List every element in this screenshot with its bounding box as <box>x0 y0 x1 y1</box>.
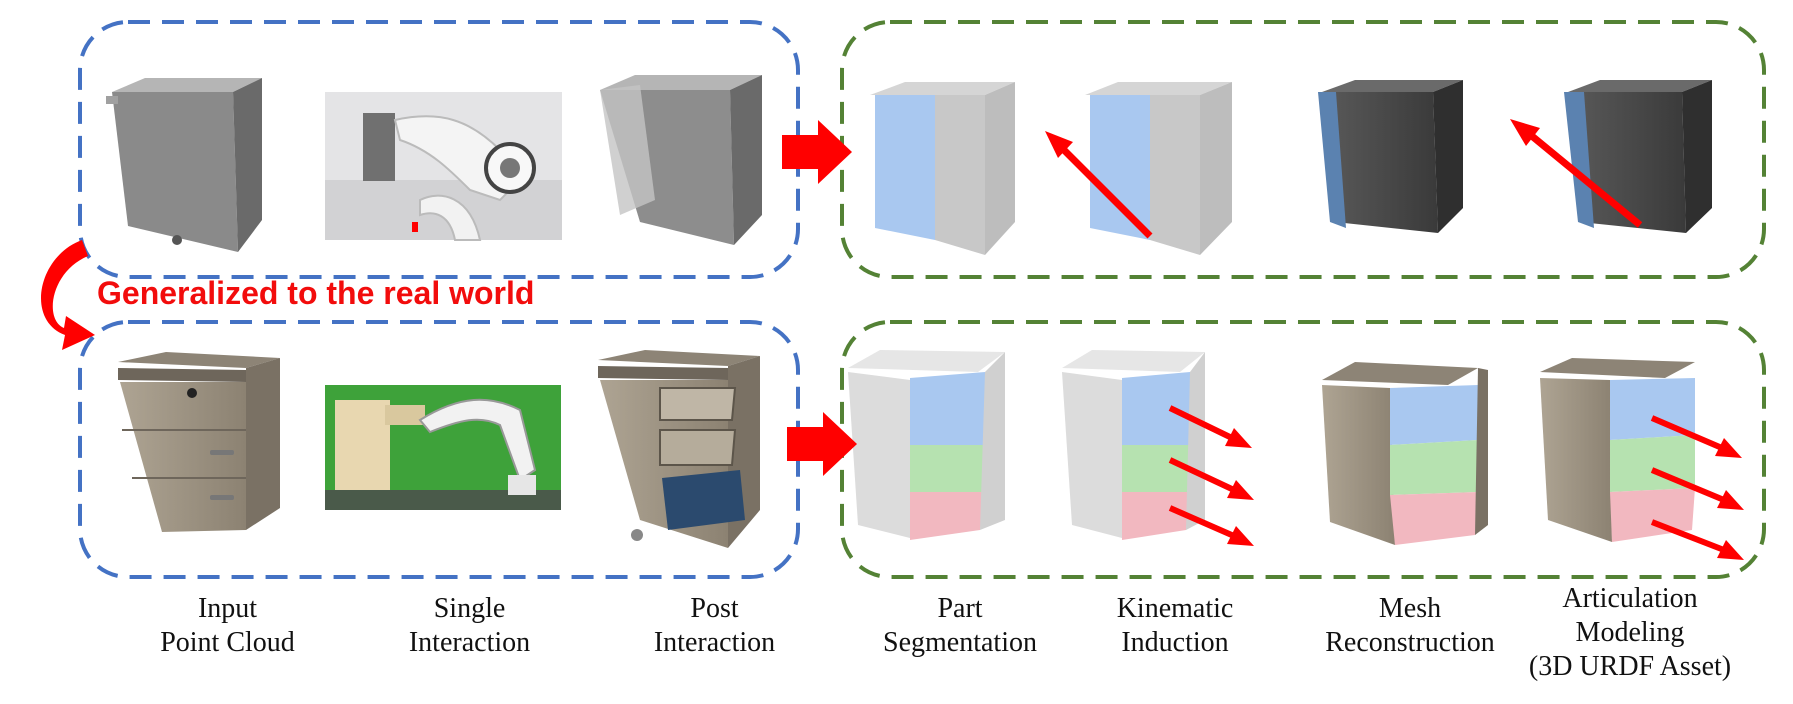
stage-label-single-interaction: Single Interaction <box>402 592 537 660</box>
real-articulation-model-cabinet <box>1540 358 1744 560</box>
stage-label-line: Reconstruction <box>1325 627 1495 658</box>
sim-mesh-reconstruction-cabinet <box>1318 80 1463 233</box>
real-post-interaction-cabinet <box>598 350 760 548</box>
stage-label-line: Mesh <box>1378 593 1442 624</box>
stage-label-line: (3D URDF Asset) <box>1528 651 1732 682</box>
stage-label-articulation-modeling: Articulation Modeling (3D URDF Asset) <box>1525 582 1735 684</box>
stage-label-input-point-cloud: Input Point Cloud <box>160 592 295 660</box>
stage-label-line: Input <box>197 593 258 624</box>
real-mesh-reconstruction-cabinet <box>1322 362 1488 545</box>
stage-label-line: Modeling <box>1575 617 1685 648</box>
sim-kinematic-induction-cabinet <box>1045 82 1232 255</box>
stage-label-line: Interaction <box>408 627 531 658</box>
sim-input-cabinet <box>106 78 262 252</box>
real-input-cabinet <box>118 352 280 532</box>
stage-label-kinematic-induction: Kinematic Induction <box>1100 592 1250 660</box>
sim-flow-arrow <box>782 120 852 184</box>
stage-label-line: Point Cloud <box>160 627 295 658</box>
generalization-banner: Generalized to the real world <box>97 275 535 311</box>
stage-label-line: Segmentation <box>883 627 1037 658</box>
sim-single-interaction-image <box>325 92 562 241</box>
stage-label-line: Interaction <box>653 627 776 658</box>
stage-label-line: Part <box>937 593 983 624</box>
stage-label-mesh-reconstruction: Mesh Reconstruction <box>1310 592 1510 660</box>
stage-label-part-segmentation: Part Segmentation <box>875 592 1045 660</box>
real-flow-arrow <box>787 412 857 476</box>
real-kinematic-induction-cabinet <box>1062 350 1254 546</box>
sim-part-segmentation-cabinet <box>870 82 1015 255</box>
sim-articulation-model-cabinet <box>1510 80 1712 233</box>
real-part-segmentation-cabinet <box>848 350 1005 540</box>
stage-label-line: Articulation <box>1562 583 1698 614</box>
real-single-interaction-image <box>325 385 561 510</box>
sim-input-frame <box>78 20 800 279</box>
stage-label-line: Single <box>433 593 506 624</box>
generalize-curved-arrow <box>41 240 95 350</box>
stage-label-line: Post <box>690 593 739 624</box>
stage-label-line: Kinematic <box>1116 593 1234 624</box>
stage-label-line: Induction <box>1121 627 1229 658</box>
sim-post-interaction-cabinet <box>600 75 762 245</box>
stage-label-post-interaction: Post Interaction <box>647 592 782 660</box>
real-input-frame <box>78 320 800 579</box>
